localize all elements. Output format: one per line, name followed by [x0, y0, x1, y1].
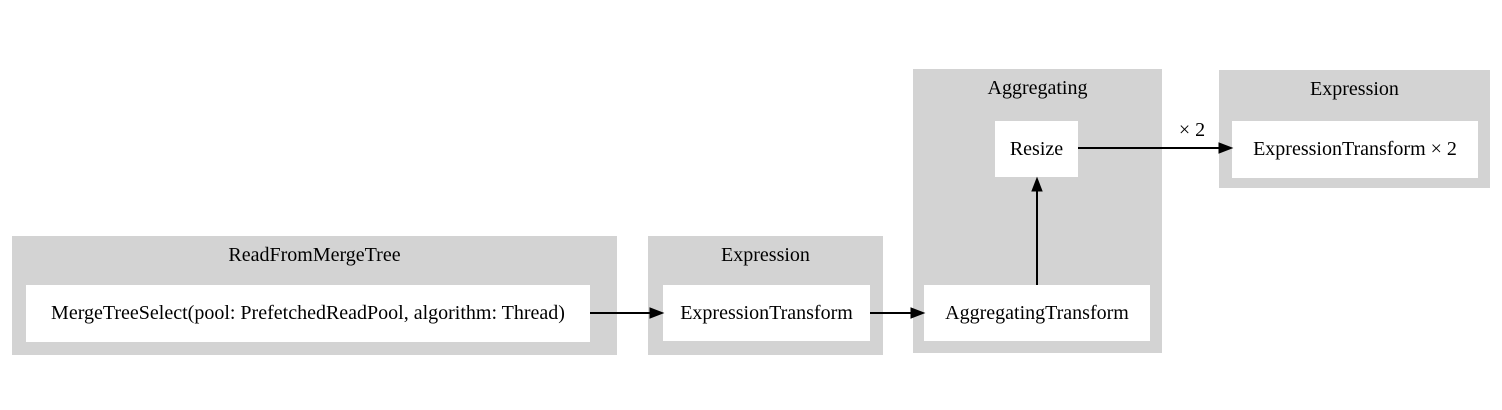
node-label-merge-tree-select: MergeTreeSelect(pool: PrefetchedReadPool… — [51, 302, 565, 324]
node-expression-transform-1: ExpressionTransform — [663, 285, 870, 341]
cluster-title-expression-2: Expression — [1310, 78, 1399, 100]
edge-label-x2: × 2 — [1178, 119, 1206, 141]
node-label-expression-transform-x2: ExpressionTransform × 2 — [1253, 138, 1457, 160]
cluster-title-aggregating: Aggregating — [987, 77, 1088, 99]
node-label-resize: Resize — [1009, 137, 1064, 160]
cluster-title-expression-1: Expression — [721, 244, 810, 266]
node-aggregating-transform: AggregatingTransform — [924, 285, 1150, 341]
cluster-title-read-from-merge-tree: ReadFromMergeTree — [228, 244, 401, 266]
node-expression-transform-x2: ExpressionTransform × 2 — [1232, 121, 1478, 178]
node-label-expression-transform-1: ExpressionTransform — [680, 301, 853, 324]
node-label-aggregating-transform: AggregatingTransform — [945, 301, 1129, 324]
node-merge-tree-select: MergeTreeSelect(pool: PrefetchedReadPool… — [26, 285, 590, 342]
node-resize: Resize — [995, 121, 1078, 177]
